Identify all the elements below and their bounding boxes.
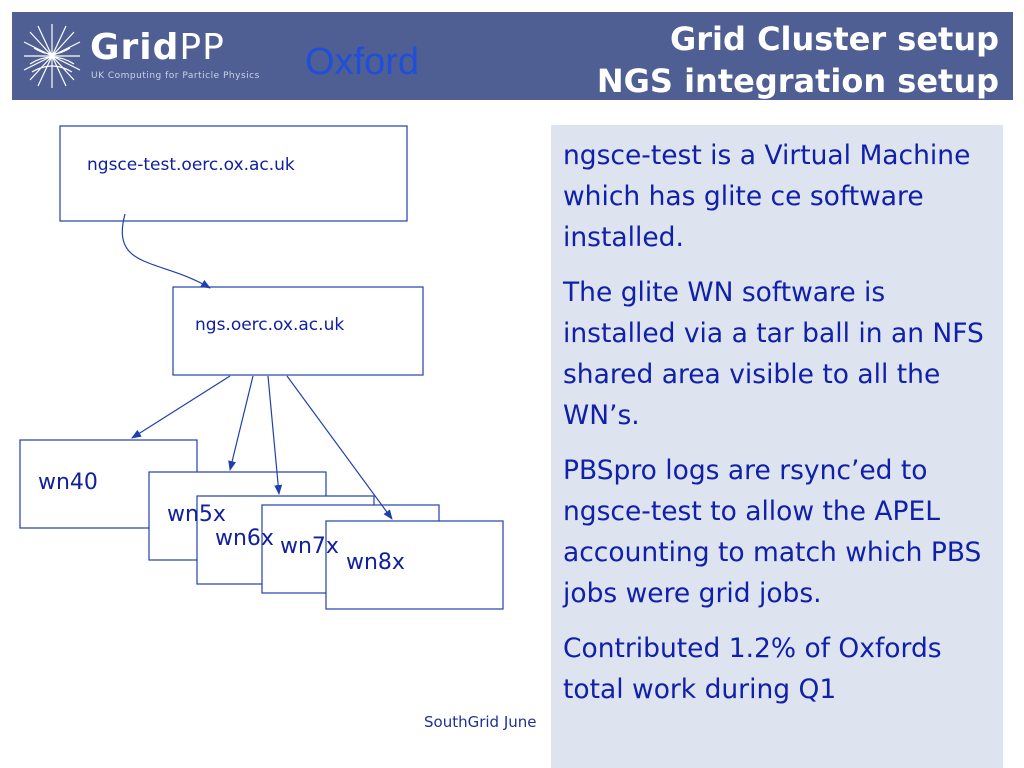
arrow-ce-to-ngs [121, 213, 211, 289]
node-wn5x-label: wn5x [167, 502, 226, 527]
logo-pp-text: PP [179, 27, 225, 68]
header-bar: GridPP UK Computing for Particle Physics… [12, 12, 1013, 100]
info-paragraph: The glite WN software is installed via a… [563, 277, 984, 431]
node-wn7x-label: wn7x [280, 534, 339, 559]
logo-grid-text: Grid [90, 27, 180, 68]
info-paragraph: PBSpro logs are rsync’ed to ngsce-test t… [563, 455, 982, 609]
footer-text: SouthGrid June [424, 713, 537, 731]
title-line-1: Grid Cluster setup [670, 20, 999, 58]
arrow-ngs-to-wn8x [286, 375, 393, 520]
arrow-ngs-to-wn6x [267, 375, 283, 495]
node-wn40-label: wn40 [38, 470, 98, 495]
slide-title: Grid Cluster setup NGS integration setup [597, 18, 999, 102]
info-paragraph: Contributed 1.2% of Oxfords total work d… [563, 633, 942, 705]
info-panel: ngsce-test is a Virtual Machine which ha… [551, 125, 1003, 768]
node-ngs-box [172, 286, 424, 376]
node-wn8x-box [325, 520, 504, 610]
node-ngs-label: ngs.oerc.ox.ac.uk [195, 315, 344, 335]
arrow-ngs-to-wn40 [131, 375, 231, 439]
node-ce-label: ngsce-test.oerc.ox.ac.uk [87, 155, 295, 175]
arrow-ngs-to-wn5x [228, 375, 254, 471]
node-wn6x-label: wn6x [215, 526, 274, 551]
node-ce-box [59, 125, 408, 222]
logo-wordmark: GridPP [90, 28, 225, 68]
logo-subtitle: UK Computing for Particle Physics [91, 71, 260, 81]
site-name: Oxford [305, 41, 420, 83]
node-wn8x-label: wn8x [346, 550, 405, 575]
grid-star-icon [23, 24, 81, 88]
info-paragraph: ngsce-test is a Virtual Machine which ha… [563, 140, 971, 253]
title-line-2: NGS integration setup [596, 62, 999, 100]
